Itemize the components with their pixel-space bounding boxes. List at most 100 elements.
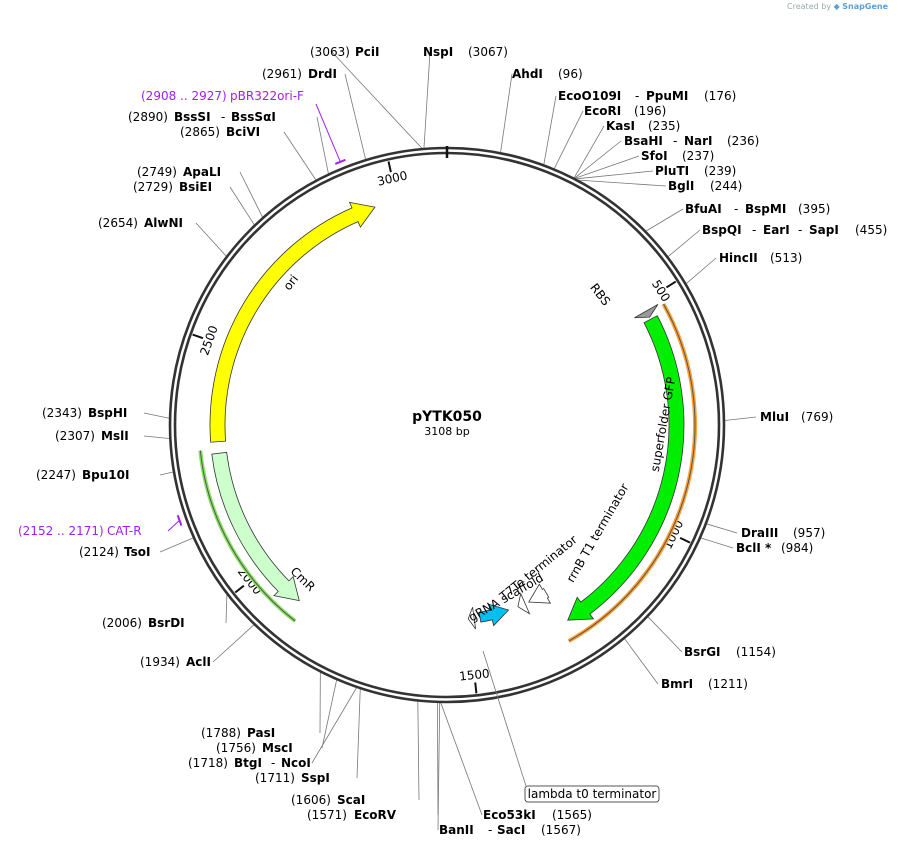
cmr-region-outline-core: [199, 450, 296, 622]
site-bsssai-name: BssSαI: [231, 110, 276, 124]
site-bsrdi-name: BsrDI: [148, 616, 185, 630]
leader-scai: [417, 701, 420, 801]
site-mlui[interactable]: MluI(769): [760, 410, 833, 424]
site-draiii-pos: (957): [793, 526, 825, 540]
site-bcli[interactable]: BclI *(984): [736, 541, 813, 555]
site-sspi[interactable]: (1711)SspI: [255, 771, 330, 785]
site-pasi-name: PasI: [247, 726, 275, 740]
leader-pluti: [576, 170, 654, 180]
primer-mark-pbr322ori-f: [334, 158, 346, 165]
site-bfuai-bspmi[interactable]: BfuAI-BspMI(395): [685, 202, 830, 216]
site-drdi-pos: (2961): [262, 67, 302, 81]
tick-3000: [387, 161, 392, 173]
site-apali[interactable]: (2749)ApaLI: [137, 165, 221, 179]
site-saci-name: SacI: [497, 823, 525, 837]
feature-arrow-superfolder-gfp[interactable]: [567, 315, 685, 621]
tick-500: [665, 280, 677, 289]
site-tsoi[interactable]: (2124)TsoI: [79, 545, 150, 559]
site-eco53ki[interactable]: Eco53kI(1565): [483, 808, 592, 822]
site-eco0109i-ppumi[interactable]: EcoO109I-PpuMI(176): [558, 89, 736, 103]
site-btgi-sep: -: [271, 756, 275, 770]
site-hincii[interactable]: HincII(513): [719, 251, 802, 265]
site-ecorv[interactable]: (1571)EcoRV: [307, 808, 397, 822]
leader-acli: [212, 624, 255, 663]
site-banii-sep: -: [488, 823, 492, 837]
site-bsrgi[interactable]: BsrGI(1154): [684, 645, 776, 659]
site-tsoi-name: TsoI: [124, 545, 150, 559]
primer-cat-r-pos: (2152 .. 2171): [18, 524, 104, 538]
site-pasi[interactable]: (1788) PasI: [201, 726, 275, 740]
feature-arrow-t7te-terminator[interactable]: [517, 592, 531, 615]
site-btgi-ncoi[interactable]: (1718)BtgI-NcoI: [188, 756, 311, 770]
site-bpu10i-pos: (2247): [36, 468, 76, 482]
site-bmri-name: BmrI: [661, 677, 693, 691]
feature-arrow-rbs[interactable]: [634, 304, 659, 319]
site-sfoi-name: SfoI: [641, 149, 668, 163]
tick-2500: [192, 333, 204, 340]
site-msli[interactable]: (2307)MslI: [55, 429, 129, 443]
site-btgi-pos: (1718): [188, 756, 228, 770]
site-alwni-pos: (2654): [98, 216, 138, 230]
site-bsphi[interactable]: (2343)BspHI: [42, 406, 127, 420]
site-bcivi-pos: (2865): [180, 125, 220, 139]
site-bmri-pos: (1211): [708, 677, 748, 691]
site-bsssi-pos: (2890): [128, 110, 168, 124]
leader-hincii: [686, 257, 717, 284]
site-msci[interactable]: (1756)MscI: [216, 741, 293, 755]
site-draiii[interactable]: DraIII(957): [741, 526, 825, 540]
site-bspqi-eari-sapi[interactable]: BspQI-EarI-SapI(455): [702, 223, 887, 237]
leader-bcli: [700, 537, 734, 549]
site-pcii-pos: (3063): [310, 45, 350, 59]
site-bfuai-pos: (395): [798, 202, 830, 216]
leader-bpu10i: [159, 471, 174, 476]
feature-arrow-lambda-t0-terminator[interactable]: [467, 607, 477, 630]
site-scai[interactable]: (1606)ScaI: [291, 793, 365, 807]
site-msci-name: MscI: [262, 741, 293, 755]
primer-pbr322ori-f[interactable]: (2908 .. 2927)pBR322ori-F: [141, 89, 304, 103]
site-bsahi-nari[interactable]: BsaHI-NarI(236): [624, 134, 759, 148]
site-ecorv-pos: (1571): [307, 808, 347, 822]
site-bsrgi-name: BsrGI: [684, 645, 721, 659]
site-pluti[interactable]: PluTI(239): [655, 164, 736, 178]
site-bfuai-name: BfuAI: [685, 202, 722, 216]
feature-arrow-grna-scaffold[interactable]: [478, 603, 510, 627]
leader-bcivi: [283, 131, 317, 181]
leader-bmri: [624, 638, 659, 685]
site-acli[interactable]: (1934)AclI: [140, 655, 211, 669]
site-alwni[interactable]: (2654)AlwNI: [98, 216, 183, 230]
restriction-site-labels: (3063)PciI NspI(3067) AhdI(96) EcoO109I-…: [36, 45, 887, 837]
site-ahdi[interactable]: AhdI(96): [512, 67, 583, 81]
feature-arrow-ori[interactable]: [209, 201, 376, 443]
leader-bsahi: [574, 140, 622, 179]
primer-leader-cat-r: [167, 520, 180, 532]
site-kasi[interactable]: KasI(235): [606, 119, 680, 133]
site-banii-saci[interactable]: BanII-SacI(1567): [439, 823, 581, 837]
site-eco53ki-name: Eco53kI: [483, 808, 536, 822]
site-pasi-pos: (1788): [201, 726, 241, 740]
site-bsrdi[interactable]: (2006)BsrDI: [102, 616, 185, 630]
feature-arrow-rrnb-t1-terminator[interactable]: [528, 583, 552, 604]
site-bcivi[interactable]: (2865)BciVI: [180, 125, 260, 139]
tick-2000: [234, 584, 245, 594]
site-nspi-name: NspI: [423, 45, 453, 59]
site-bsssi-sep: -: [221, 110, 225, 124]
site-bpu10i[interactable]: (2247)Bpu10I: [36, 468, 129, 482]
tick-label-2500: 2500: [197, 324, 220, 357]
site-ecori[interactable]: EcoRI(196): [584, 104, 666, 118]
primer-pbr322ori-f-name: pBR322ori-F: [230, 89, 304, 103]
site-bgli[interactable]: BglI(244): [668, 179, 742, 193]
site-drdi[interactable]: (2961)DrdI: [262, 67, 337, 81]
tick-label-3000: 3000: [376, 168, 409, 188]
site-sfoi[interactable]: SfoI(237): [641, 149, 714, 163]
site-bsiei[interactable]: (2729)BsiEI: [133, 180, 212, 194]
site-bspqi-sep: -: [752, 223, 756, 237]
leader-sfoi: [575, 155, 640, 179]
site-nspi[interactable]: NspI(3067): [423, 45, 508, 59]
site-bsssi-bsssai[interactable]: (2890)BssSI-BssSαI: [128, 110, 276, 124]
site-pluti-name: PluTI: [655, 164, 689, 178]
feature-arrow-cmr[interactable]: [211, 451, 300, 602]
site-bmri[interactable]: BmrI (1211): [661, 677, 748, 691]
site-pcii[interactable]: (3063)PciI: [310, 45, 380, 59]
site-bsahi-pos: (236): [727, 134, 759, 148]
primer-cat-r[interactable]: (2152 .. 2171)CAT-R: [18, 524, 142, 538]
